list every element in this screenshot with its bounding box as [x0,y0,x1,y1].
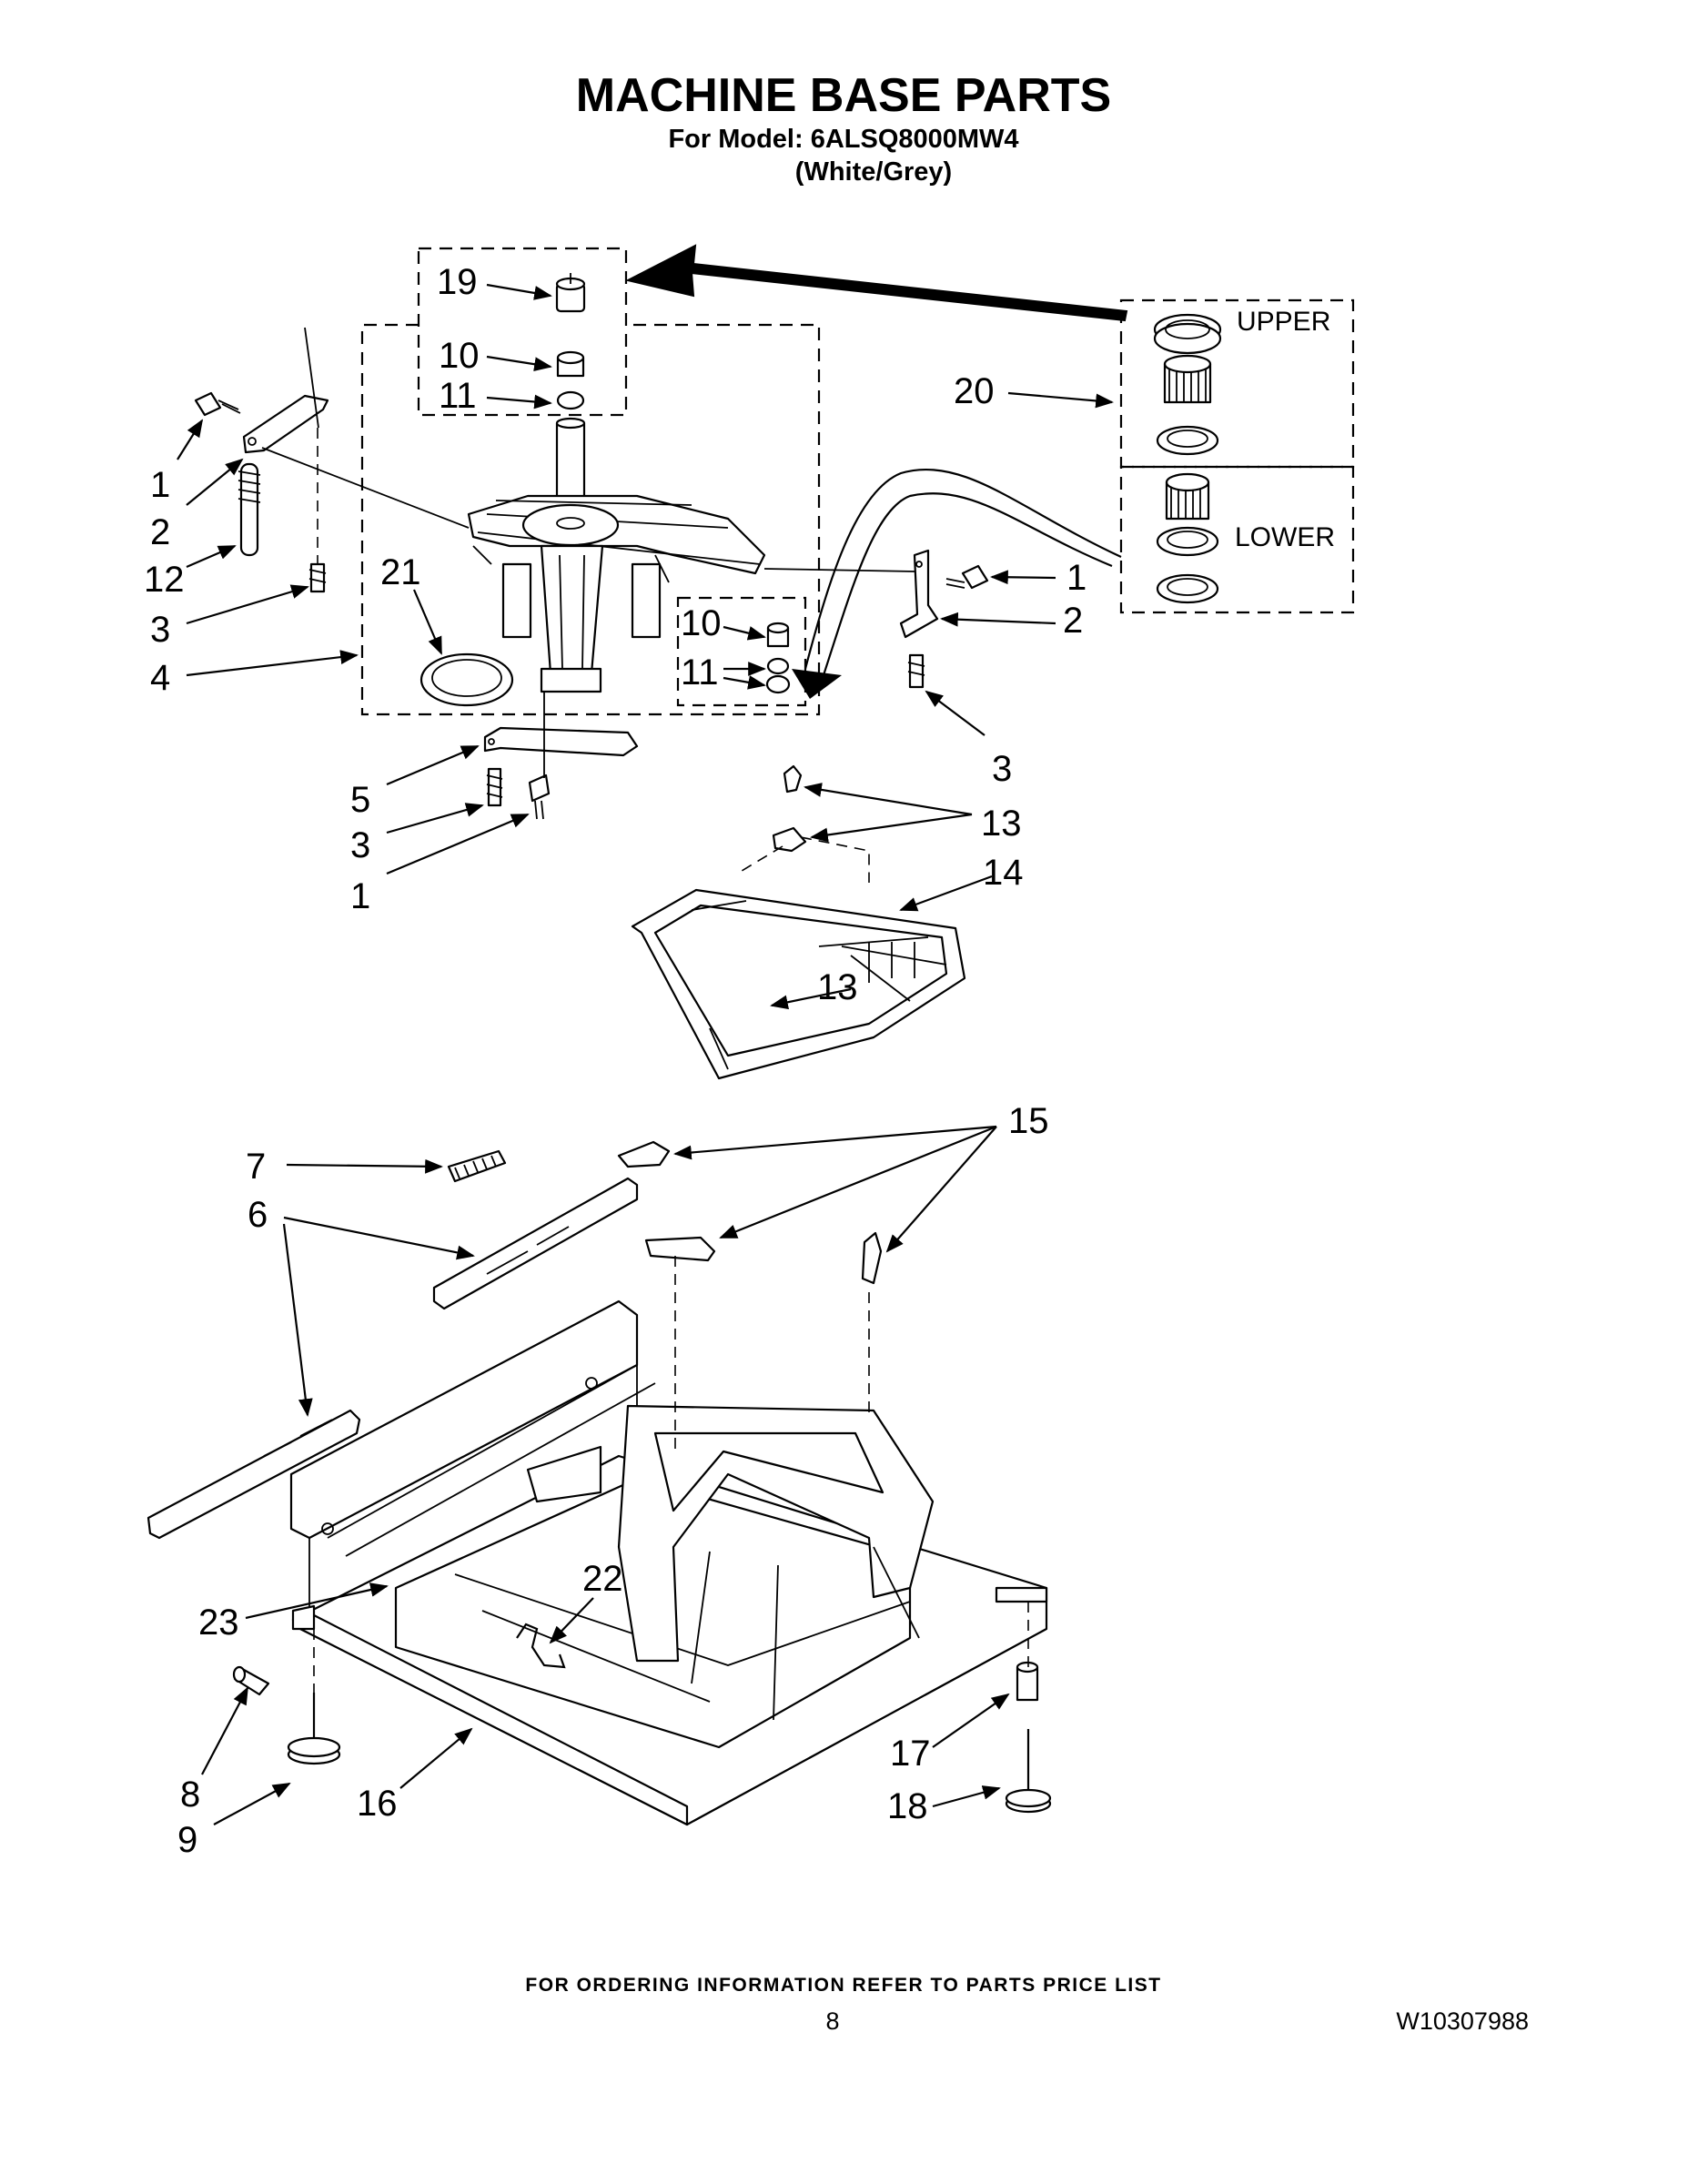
callout-16: 16 [357,1784,398,1824]
snubber-side [766,622,790,648]
page-number: 8 [825,2007,839,2035]
bearing-kit-arrow [625,244,1128,322]
leveling-leg-right [1005,1729,1052,1814]
bearing-kit-upper [1153,313,1222,456]
callout-22: 22 [582,1559,623,1599]
screw-left [194,391,241,417]
callout-2-left: 2 [150,512,170,552]
callout-23: 23 [198,1603,239,1643]
model-line: For Model: 6ALSQ8000MW4 [668,125,1018,154]
spring-hook-right [907,653,925,689]
screw-bottom [528,774,551,820]
callout-11-top: 11 [439,376,477,416]
spring-bottom [486,767,503,807]
screw-right [945,564,989,590]
callout-6: 6 [248,1195,268,1235]
callout-14: 14 [983,853,1024,893]
curved-arrow-side-inner [822,492,1113,676]
callout-7: 7 [246,1147,266,1187]
tub-ring [419,652,514,707]
callout-18: 18 [887,1786,928,1826]
callout-9: 9 [177,1820,197,1860]
group-box-suspension [360,323,821,716]
clip-upper-small [783,764,803,794]
callout-20: 20 [954,371,995,411]
snubber-spacer-side [765,657,791,694]
bearing-kit-lower [1156,472,1219,604]
callout-5: 5 [350,780,370,820]
callout-11-side: 11 [681,652,719,693]
callout-8: 8 [180,1774,200,1815]
callout-4: 4 [150,658,170,698]
callout-21: 21 [380,552,421,592]
bracket-bottom [483,726,639,757]
callout-3-right: 3 [992,749,1012,789]
suspension-frame [631,888,966,1080]
callout-15: 15 [1008,1101,1049,1141]
spring-bar-lower [147,1409,361,1540]
color-line: (White/Grey) [795,157,952,187]
clip-15-a [617,1140,671,1168]
callout-1-bottom: 1 [350,876,370,916]
spring-7 [447,1149,507,1183]
snubber-spacer-top [556,390,585,410]
tub-bearing-cap [555,273,586,313]
group-box-side-snubbers [676,596,807,707]
callout-1-right: 1 [1066,558,1087,598]
ordering-note: FOR ORDERING INFORMATION REFER TO PARTS … [525,1975,1161,1996]
spring-bar-upper [432,1177,639,1310]
callout-13-lower: 13 [817,967,858,1007]
clip-upper-center [772,826,807,853]
spring-left [238,462,261,557]
callout-10-top: 10 [439,336,480,376]
leg-spacer-right [1016,1661,1039,1702]
bracket-left [242,394,329,454]
callout-13-top: 13 [981,804,1022,844]
callout-17: 17 [890,1734,931,1774]
callout-12: 12 [144,560,185,600]
group-box-lower [1119,465,1355,614]
leg-pin-left [232,1665,270,1696]
curved-arrow-head [792,669,842,699]
bracket-right [899,549,939,639]
clip-15-b [644,1236,716,1262]
document-number: W10307988 [1396,2007,1529,2035]
callout-19: 19 [437,262,478,302]
group-label-upper: UPPER [1237,307,1330,337]
group-label-lower: LOWER [1235,522,1335,552]
spring-hook-left [308,562,327,593]
callout-1-left: 1 [150,465,170,505]
leveling-leg-left [287,1693,341,1765]
leader-lines [177,283,1114,1825]
page-title: MACHINE BASE PARTS [576,69,1111,122]
curved-arrow-side [804,469,1122,670]
snubber-top [556,350,585,378]
callout-10-side: 10 [681,603,722,643]
clip-15-c [861,1231,883,1285]
callout-3-left: 3 [150,610,170,650]
suspension-assembly [467,417,766,693]
hose-hook [516,1623,566,1669]
machine-base [289,1299,1048,1826]
callout-2-right: 2 [1063,601,1083,641]
callout-3-bottom: 3 [350,825,370,865]
